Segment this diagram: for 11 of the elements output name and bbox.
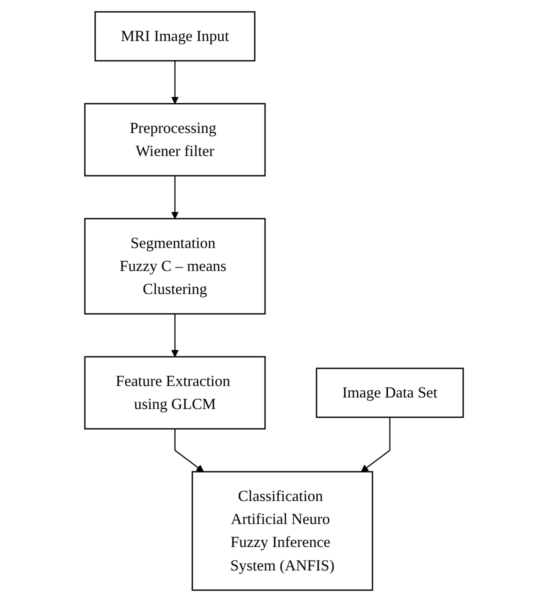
node-box: Preprocessing Wiener filter	[84, 102, 266, 176]
arrow	[172, 313, 180, 357]
arrow	[172, 175, 180, 218]
node-box: MRI Image Input	[95, 10, 256, 61]
arrow	[361, 416, 391, 472]
node-box: Classification Artificial Neuro Fuzzy Inference System (ANFIS)	[192, 470, 374, 590]
arrow	[172, 60, 180, 104]
node-box: Segmentation Fuzzy C – means Clustering	[84, 218, 266, 314]
node-box: Feature Extraction using GLCM	[84, 356, 266, 429]
node-box: Image Data Set	[316, 367, 464, 418]
arrow	[174, 428, 204, 472]
